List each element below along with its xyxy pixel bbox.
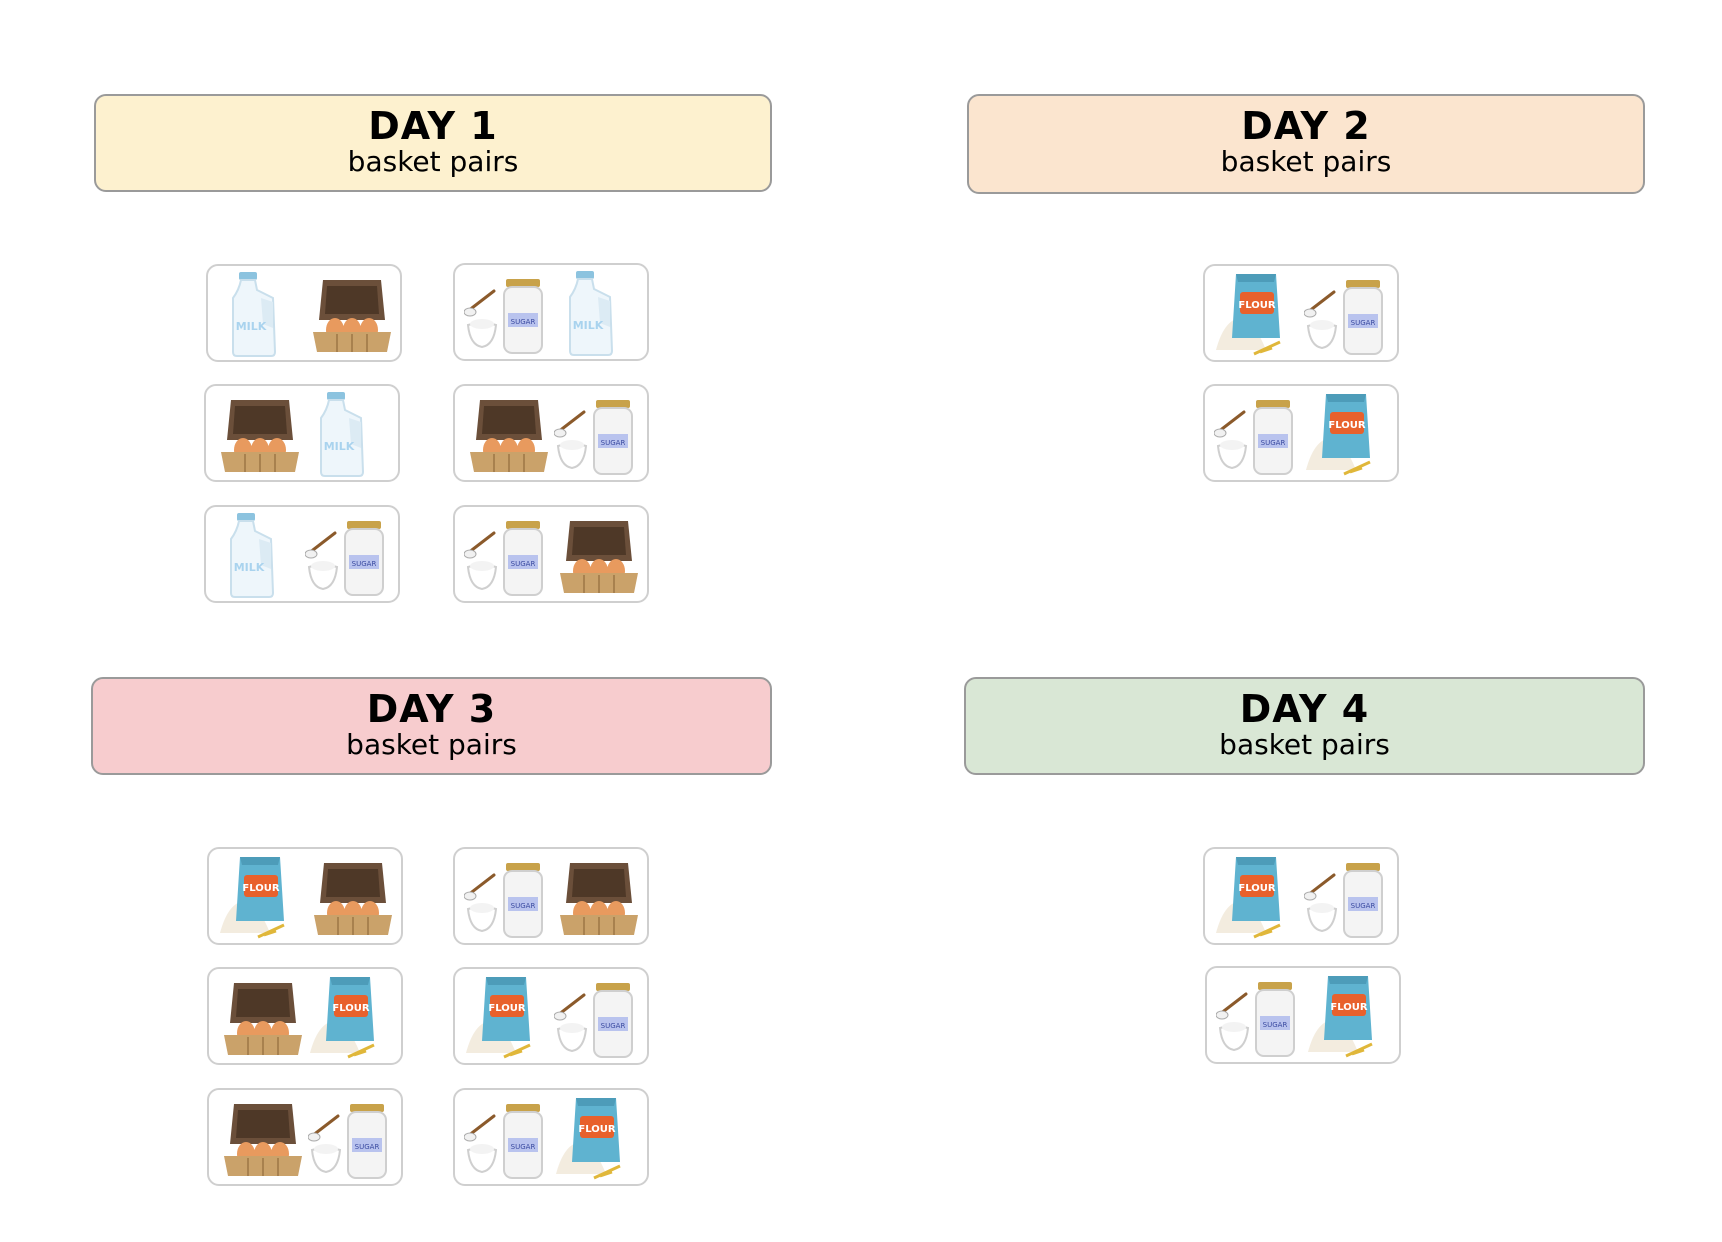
day-3-subtitle: basket pairs	[346, 728, 517, 761]
eggs-icon	[314, 863, 392, 935]
sugar-icon: SUGAR	[1304, 280, 1383, 355]
milk-icon: MILK	[569, 271, 614, 356]
svg-text:FLOUR: FLOUR	[1330, 1002, 1367, 1013]
svg-text:MILK: MILK	[236, 320, 267, 333]
day-1-title: DAY 1	[368, 104, 498, 148]
eggs-icon	[313, 280, 391, 352]
svg-text:MILK: MILK	[234, 561, 265, 574]
eggs-icon	[560, 863, 638, 935]
sugar-icon: SUGAR	[554, 400, 633, 475]
sugar-icon: SUGAR	[464, 1104, 543, 1179]
flour-icon: FLOUR	[310, 977, 375, 1059]
svg-text:SUGAR: SUGAR	[601, 439, 626, 447]
sugar-icon: SUGAR	[464, 521, 543, 596]
eggs-icon	[470, 400, 548, 472]
svg-text:MILK: MILK	[573, 319, 604, 332]
milk-icon: MILK	[320, 392, 365, 477]
sugar-icon: SUGAR	[308, 1104, 387, 1179]
sugar-icon: SUGAR	[554, 983, 633, 1058]
svg-text:SUGAR: SUGAR	[1261, 439, 1286, 447]
eggs-icon	[560, 521, 638, 593]
svg-text:FLOUR: FLOUR	[1238, 883, 1275, 894]
svg-text:FLOUR: FLOUR	[488, 1003, 525, 1014]
day-3-title: DAY 3	[366, 687, 497, 731]
svg-text:MILK: MILK	[324, 440, 355, 453]
day-2-pair-2: SUGAR FLOUR	[1203, 384, 1399, 482]
day-4-title: DAY 4	[1239, 687, 1370, 731]
day-4-pair-2: SUGAR FLOUR	[1205, 966, 1401, 1064]
svg-text:SUGAR: SUGAR	[601, 1022, 626, 1030]
milk-icon: MILK	[232, 272, 277, 357]
sugar-icon: SUGAR	[464, 279, 543, 354]
day-1-pair-1: MILK	[206, 264, 402, 362]
flour-icon: FLOUR	[466, 977, 531, 1059]
svg-text:SUGAR: SUGAR	[1263, 1021, 1288, 1029]
day-3-banner: DAY 3 basket pairs	[91, 677, 772, 775]
sugar-icon: SUGAR	[305, 521, 384, 596]
flour-icon: FLOUR	[1216, 274, 1281, 356]
svg-text:FLOUR: FLOUR	[242, 883, 279, 894]
day-1-pair-6: SUGAR	[453, 505, 649, 603]
day-4-banner: DAY 4 basket pairs	[964, 677, 1645, 775]
day-2-banner: DAY 2 basket pairs	[967, 94, 1645, 194]
svg-text:FLOUR: FLOUR	[1328, 420, 1365, 431]
sugar-icon: SUGAR	[464, 863, 543, 938]
milk-icon: MILK	[230, 513, 275, 598]
day-1-pair-2: SUGAR MILK	[453, 263, 649, 361]
flour-icon: FLOUR	[1216, 857, 1281, 939]
eggs-icon	[224, 983, 302, 1055]
svg-text:SUGAR: SUGAR	[1351, 902, 1376, 910]
svg-text:SUGAR: SUGAR	[511, 560, 536, 568]
flour-icon: FLOUR	[220, 857, 285, 939]
svg-text:SUGAR: SUGAR	[1351, 319, 1376, 327]
sugar-icon: SUGAR	[1216, 982, 1295, 1057]
day-3-pair-6: SUGAR FLOUR	[453, 1088, 649, 1186]
day-4-pair-1: FLOUR SUGAR	[1203, 847, 1399, 945]
flour-icon: FLOUR	[1308, 976, 1373, 1058]
flour-icon: FLOUR	[556, 1098, 621, 1180]
day-2-title: DAY 2	[1241, 104, 1371, 148]
svg-text:SUGAR: SUGAR	[511, 902, 536, 910]
day-3-pair-1: FLOUR	[207, 847, 403, 945]
svg-text:SUGAR: SUGAR	[511, 318, 536, 326]
day-1-pair-5: MILK SUGAR	[204, 505, 400, 603]
sugar-icon: SUGAR	[1304, 863, 1383, 938]
svg-text:SUGAR: SUGAR	[511, 1143, 536, 1151]
svg-text:FLOUR: FLOUR	[578, 1124, 615, 1135]
day-1-pair-4: SUGAR	[453, 384, 649, 482]
day-3-pair-4: FLOUR SUGAR	[453, 967, 649, 1065]
day-1-pair-3: MILK	[204, 384, 400, 482]
svg-text:SUGAR: SUGAR	[355, 1143, 380, 1151]
day-4-subtitle: basket pairs	[1219, 728, 1390, 761]
day-1-banner: DAY 1 basket pairs	[94, 94, 772, 192]
day-1-subtitle: basket pairs	[347, 145, 519, 178]
day-2-subtitle: basket pairs	[1220, 145, 1392, 178]
day-3-pair-3: FLOUR	[207, 967, 403, 1065]
day-2-pair-1: FLOUR SUGAR	[1203, 264, 1399, 362]
day-3-pair-5: SUGAR	[207, 1088, 403, 1186]
sugar-icon: SUGAR	[1214, 400, 1293, 475]
day-3-pair-2: SUGAR	[453, 847, 649, 945]
eggs-icon	[224, 1104, 302, 1176]
flour-icon: FLOUR	[1306, 394, 1371, 476]
svg-text:SUGAR: SUGAR	[352, 560, 377, 568]
svg-text:FLOUR: FLOUR	[332, 1003, 369, 1014]
svg-text:FLOUR: FLOUR	[1238, 300, 1275, 311]
eggs-icon	[221, 400, 299, 472]
